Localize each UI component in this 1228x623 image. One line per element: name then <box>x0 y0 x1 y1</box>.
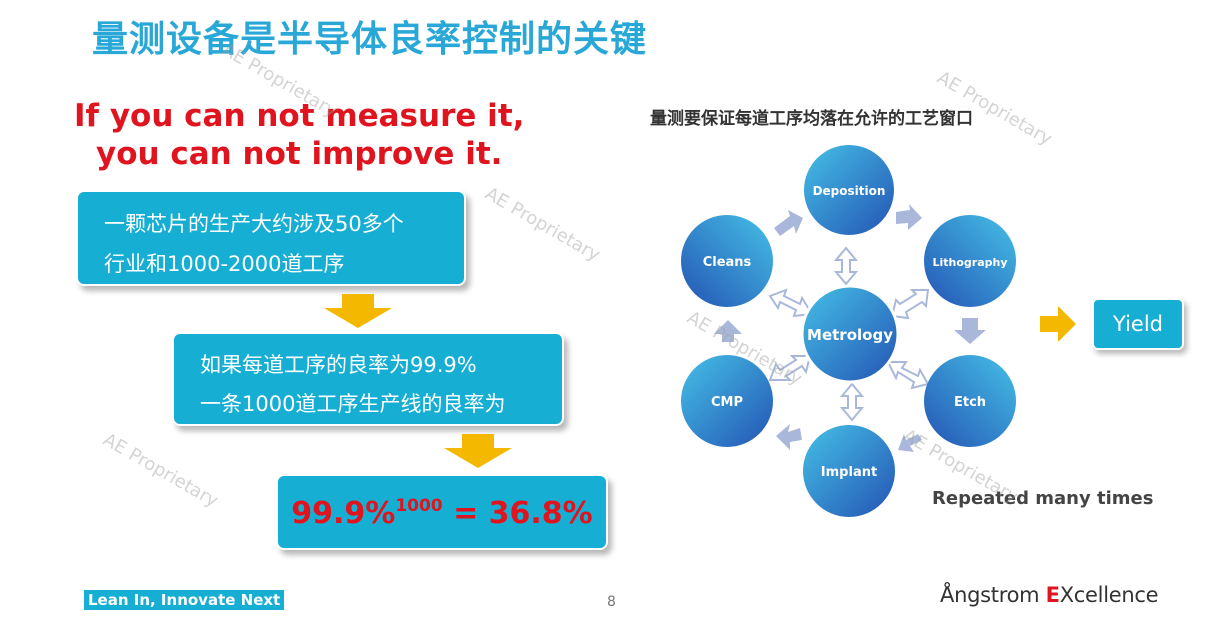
down-arrow-1-icon <box>324 294 392 328</box>
label-metrology: Metrology <box>807 326 893 344</box>
formula-result: = 36.8% <box>442 496 593 531</box>
dbl-arrow-lithography <box>890 289 930 320</box>
page-number: 8 <box>607 594 616 610</box>
label-cleans: Cleans <box>703 255 752 270</box>
cycle-arrow-lithography-etch <box>954 318 986 344</box>
node-cmp <box>681 355 773 447</box>
node-implant <box>803 425 895 517</box>
quote-line-2: you can not improve it. <box>96 136 503 172</box>
chip-process-box: 一颗芯片的生产大约涉及50多个 行业和1000-2000道工序 <box>76 190 466 286</box>
label-cmp: CMP <box>711 395 743 410</box>
cycle-arrow-etch-implant <box>898 434 922 452</box>
node-metrology <box>800 284 900 384</box>
chip-process-line-2: 行业和1000-2000道工序 <box>104 252 345 276</box>
cycle-arrow-implant-cmp <box>776 424 802 450</box>
label-implant: Implant <box>821 465 877 480</box>
yield-formula: 99.9%1000 = 36.8% <box>278 496 606 531</box>
cycle-arrow-cmp-cleans <box>714 320 742 342</box>
cycle-arrow-deposition-lithography <box>896 204 922 230</box>
label-deposition: Deposition <box>813 184 886 198</box>
yield-assumption-line-1: 如果每道工序的良率为99.9% <box>200 353 477 377</box>
logo-prefix: Å <box>940 583 955 607</box>
logo-main: ngstrom <box>954 583 1046 607</box>
diagram-subtitle: 量测要保证每道工序均落在允许的工艺窗口 <box>650 109 973 129</box>
repeated-label: Repeated many times <box>932 488 1154 509</box>
formula-exponent: 1000 <box>395 496 443 516</box>
logo-e: E <box>1045 583 1060 607</box>
node-deposition <box>804 145 894 235</box>
yield-arrow-icon <box>1040 306 1076 342</box>
node-etch <box>924 355 1016 447</box>
quote-line-1: If you can not measure it, <box>74 98 525 134</box>
yield-box: Yield <box>1092 298 1184 350</box>
cycle-arrow-cleans-deposition <box>774 210 803 236</box>
chip-process-line-1: 一颗芯片的生产大约涉及50多个 <box>104 212 404 236</box>
yield-assumption-box: 如果每道工序的良率为99.9% 一条1000道工序生产线的良率为 <box>172 332 564 426</box>
node-cleans <box>681 215 773 307</box>
yield-assumption-line-2: 一条1000道工序生产线的良率为 <box>200 392 506 416</box>
down-arrow-2-icon <box>444 434 512 468</box>
dbl-arrow-etch <box>886 361 930 390</box>
footer-tagline: Lean In, Innovate Next <box>84 590 285 610</box>
company-logo: Ångstrom EXcellence <box>940 583 1159 607</box>
dbl-arrow-implant <box>839 382 865 422</box>
node-lithography <box>924 215 1016 307</box>
label-lithography: Lithography <box>932 256 1007 269</box>
formula-box: 99.9%1000 = 36.8% <box>276 474 608 550</box>
slide-title: 量测设备是半导体良率控制的关键 <box>92 19 648 60</box>
formula-base: 99.9% <box>291 496 396 531</box>
logo-rest: Xcellence <box>1059 583 1159 607</box>
dbl-arrow-deposition <box>833 246 859 286</box>
label-etch: Etch <box>954 395 986 410</box>
